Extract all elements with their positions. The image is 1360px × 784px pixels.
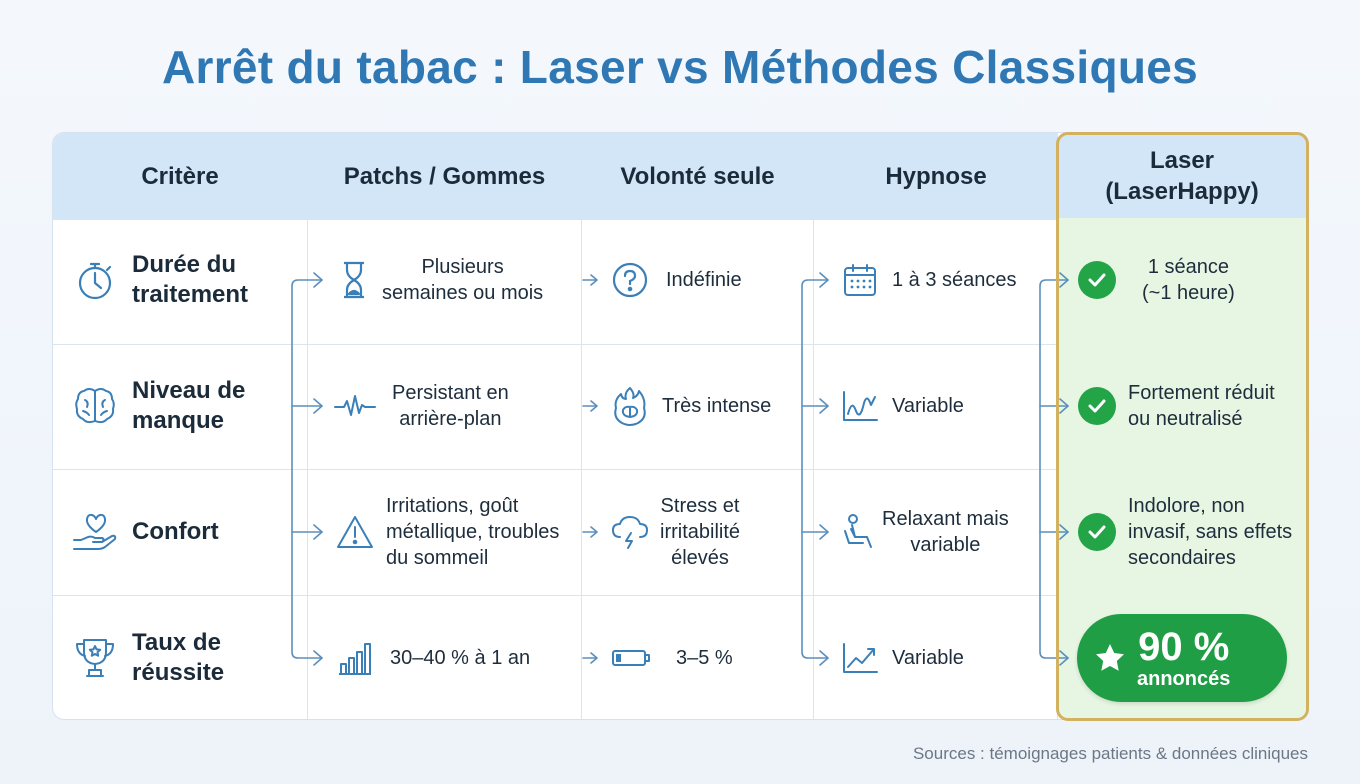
warning-icon [334,514,376,550]
header-patchs: Patchs / Gommes [308,133,581,219]
reclining-person-icon [840,513,878,551]
row-confort-criterion: Confort [72,492,302,572]
heart-hand-icon [72,510,118,554]
row-reussite-volonte: 3–5 % [610,640,790,676]
trend-chart-icon [840,641,880,675]
burning-brain-icon [610,384,650,428]
header-laser: Laser(LaserHappy) [1058,134,1306,218]
row-reussite-hypnose: Variable [840,638,1040,678]
storm-cloud-icon [610,513,650,551]
star-icon [1093,642,1127,674]
success-rate-value: 90 % [1138,625,1230,669]
pulse-icon [334,393,376,419]
row-duree-laser: 1 séance(~1 heure) [1078,252,1303,308]
question-icon [610,261,650,299]
page-title: Arrêt du tabac : Laser vs Méthodes Class… [161,41,1199,93]
row-duree-hypnose: 1 à 3 séances [840,260,1050,300]
header-volonte: Volonté seule [582,133,813,219]
low-battery-icon [610,648,652,668]
row-duree-volonte: Indéfinie [610,260,800,300]
success-rate-badge: 90 % annoncés [1077,614,1287,702]
trophy-icon [72,636,118,680]
bar-chart-icon [336,640,374,676]
row-reussite-patchs: 30–40 % à 1 an [336,638,576,678]
check-icon [1078,387,1116,425]
brain-icon [72,385,118,427]
calendar-icon [840,262,880,298]
success-rate-caption: annoncés [1137,668,1231,690]
hourglass-icon [334,260,374,300]
check-icon [1078,261,1116,299]
header-critere: Critère [53,133,307,219]
stopwatch-icon [72,258,118,302]
header-hypnose: Hypnose [814,133,1058,219]
wave-chart-icon [840,389,880,423]
check-icon [1078,513,1116,551]
row-manque-volonte: Très intense [610,384,810,428]
row-manque-hypnose: Variable [840,386,1040,426]
sources-note: Sources : témoignages patients & données… [912,744,1308,763]
